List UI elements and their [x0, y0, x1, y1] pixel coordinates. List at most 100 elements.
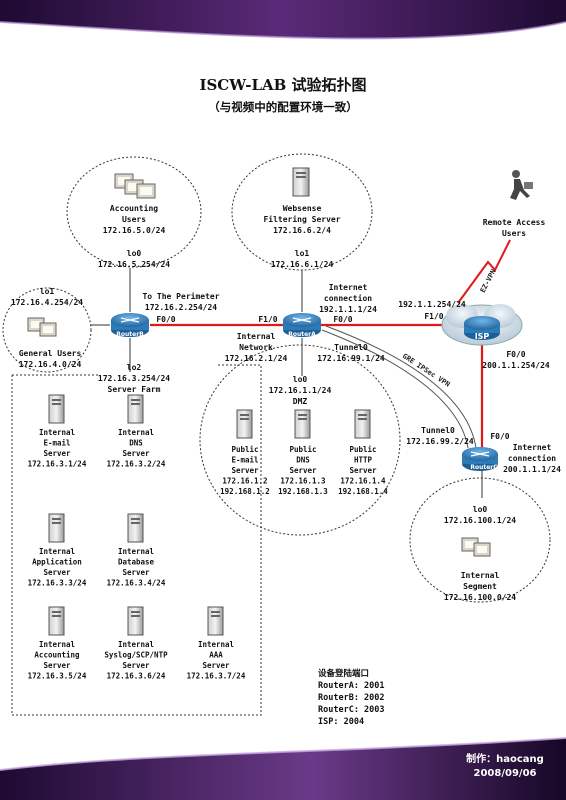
- perimeter-label: To The Perimeter: [142, 291, 219, 301]
- dmz-server-icon: [294, 409, 311, 439]
- dmz-server-icon: [354, 409, 371, 439]
- routerc-icon: [462, 447, 498, 471]
- routerc-internet-2: connection: [508, 453, 556, 463]
- farm-server-label: Server: [122, 661, 150, 670]
- accounting-site-circle: [66, 156, 202, 268]
- farm-server-icon: [48, 394, 65, 424]
- general-users-site-circle: [2, 287, 92, 373]
- gre-vpn-label: GRE IPSec VPN: [401, 352, 451, 389]
- farm-server-icon: [127, 513, 144, 543]
- farm-server-label: Syslog/SCP/NTP: [104, 651, 168, 660]
- ports-row-isp: ISP: 2004: [318, 717, 364, 727]
- dmz-server-label: 192.168.1.3: [278, 487, 328, 496]
- farm-server-label: Internal: [39, 640, 75, 649]
- websense-ip: 172.16.6.2/4: [273, 226, 331, 235]
- farm-server-label: 172.16.3.5/24: [28, 672, 87, 681]
- farm-server-label: Server: [202, 661, 230, 670]
- routerb-lo2-ip: 172.16.3.254/24: [98, 374, 170, 383]
- websense-label-1: Websense: [283, 204, 322, 213]
- bottom-banner: [0, 737, 566, 800]
- farm-server-label: Accounting: [34, 651, 80, 660]
- isp-f00: F0/0: [506, 350, 525, 359]
- routerc-tunnel-ip: 172.16.99.2/24: [406, 437, 474, 446]
- farm-server-label: Database: [118, 558, 155, 567]
- remote-user-icon: [510, 170, 533, 200]
- routera-f00: F0/0: [333, 315, 352, 324]
- farm-server-icon: [127, 606, 144, 636]
- routera-lo1-ip: 172.16.6.1/24: [271, 260, 334, 269]
- routera-tunnel-ip: 172.16.99.1/24: [317, 354, 385, 363]
- internal-segment-subnet: 172.16.100.0/24: [444, 593, 516, 602]
- dmz-server-label: 172.16.1.2: [222, 477, 267, 486]
- farm-server-label: Server: [122, 568, 150, 577]
- routera-internet-ip: 192.1.1.1/24: [319, 305, 377, 314]
- routerc-lo0-ip: 172.16.100.1/24: [444, 516, 516, 525]
- server-farm-label: Server Farm: [108, 385, 161, 394]
- diagram-subtitle: （与视频中的配置环境一致）: [208, 100, 358, 114]
- internal-segment-label-2: Segment: [463, 582, 497, 591]
- dmz-server-label: DNS: [296, 456, 310, 465]
- routera-internal-2: Network: [239, 343, 273, 352]
- accounting-label-1: Accounting: [110, 203, 158, 213]
- farm-server-label: Internal: [198, 640, 234, 649]
- farm-server-label: Server: [43, 449, 71, 458]
- remote-access-label-1: Remote Access: [483, 218, 546, 227]
- isp-left-ip: 192.1.1.254/24: [398, 300, 466, 309]
- server-farm-servers: InternalE-mailServer172.16.3.1/24Interna…: [28, 394, 246, 681]
- dmz-server-label: Server: [349, 466, 377, 475]
- dmz-server-label: 172.16.1.3: [280, 477, 326, 486]
- dmz-server-label: Public: [231, 445, 258, 454]
- websense-label-2: Filtering Server: [263, 214, 340, 224]
- routerc-internet-1: Internet: [513, 443, 552, 452]
- farm-server-label: E-mail: [43, 439, 70, 448]
- dmz-server-label: 192.168.1.2: [220, 487, 270, 496]
- routera-name: RouterA: [288, 331, 316, 338]
- farm-server-label: Server: [122, 449, 150, 458]
- routera-internet-2: connection: [324, 293, 372, 303]
- isp-f00-ip: 200.1.1.254/24: [482, 361, 550, 370]
- general-users-subnet: 172.16.4.0/24: [19, 360, 82, 369]
- routerb-lo0-ip: 172.16.5.254/24: [98, 260, 170, 269]
- accounting-pc-icon: [114, 173, 156, 199]
- accounting-subnet: 172.16.5.0/24: [103, 226, 166, 235]
- routerb-f00: F0/0: [156, 315, 175, 324]
- diagram-title: ISCW-LAB 试验拓扑图: [199, 76, 366, 94]
- farm-server-label: Server: [43, 661, 71, 670]
- remote-access-label-2: Users: [502, 229, 526, 238]
- ports-row-routera: RouterA: 2001: [318, 681, 385, 691]
- dmz-server-label: 172.16.1.4: [340, 477, 386, 486]
- routera-lo0-name: lo0: [293, 375, 308, 384]
- routera-internal-ip: 172.16.2.1/24: [225, 354, 288, 363]
- farm-server-label: 172.16.3.4/24: [107, 579, 166, 588]
- farm-server-label: 172.16.3.3/24: [28, 579, 87, 588]
- internal-segment-site-circle: [409, 477, 551, 603]
- dmz-server-label: HTTP: [354, 456, 373, 465]
- farm-server-label: Internal: [39, 428, 75, 437]
- routerb-lo1-ip: 172.16.4.254/24: [11, 298, 83, 307]
- routera-icon: [283, 313, 321, 337]
- network-links: [90, 239, 511, 498]
- routerb-lo1-name: lo1: [40, 287, 55, 296]
- dmz-server-icon: [236, 409, 253, 439]
- routera-lo0-ip: 172.16.1.1/24: [269, 386, 332, 395]
- routerb-lo0-name: lo0: [127, 249, 142, 258]
- accounting-label-2: Users: [122, 215, 146, 224]
- farm-server-label: Application: [32, 558, 82, 567]
- farm-server-label: Internal: [118, 547, 154, 556]
- routerc-f00: F0/0: [490, 432, 509, 441]
- perimeter-ip: 172.16.2.254/24: [145, 303, 217, 312]
- farm-server-icon: [207, 606, 224, 636]
- dmz-servers: PublicE-mailServer172.16.1.2192.168.1.2P…: [220, 409, 388, 496]
- farm-server-icon: [48, 513, 65, 543]
- farm-server-label: Internal: [118, 640, 154, 649]
- farm-server-label: AAA: [209, 651, 223, 660]
- farm-server-label: 172.16.3.1/24: [28, 460, 87, 469]
- routera-lo1-name: lo1: [295, 249, 310, 258]
- farm-server-icon: [127, 394, 144, 424]
- dmz-server-label: Public: [349, 445, 376, 454]
- general-users-label: General Users: [19, 349, 82, 358]
- routera-internet-1: Internet: [329, 283, 368, 292]
- farm-server-label: 172.16.3.2/24: [107, 460, 166, 469]
- internal-segment-label-1: Internal: [461, 571, 500, 580]
